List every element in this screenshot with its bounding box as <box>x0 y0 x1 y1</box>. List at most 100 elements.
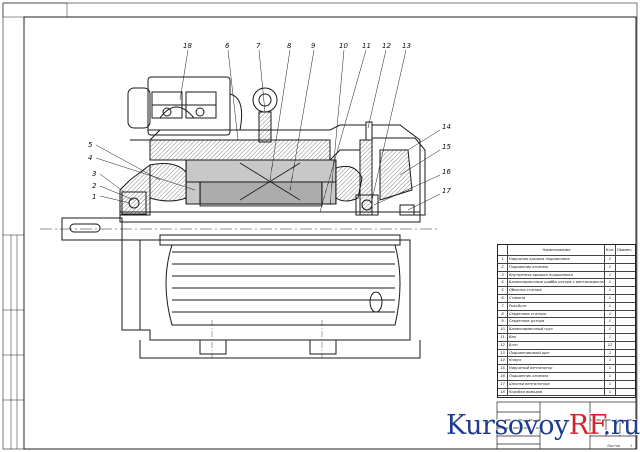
row-qty: 1 <box>605 256 616 263</box>
row-note <box>616 342 635 349</box>
row-num: 11 <box>498 333 508 341</box>
row-name: Наружная крышка подшипника <box>508 256 605 263</box>
row-num: 9 <box>498 318 508 326</box>
row-qty: 1 <box>605 372 616 380</box>
site-watermark: KursovoyRF.ru <box>446 410 640 441</box>
row-num: 3 <box>498 271 508 279</box>
callout-10: 10 <box>339 42 348 50</box>
row-qty: 1 <box>605 380 616 388</box>
row-note <box>616 365 635 372</box>
callout-18: 18 <box>183 42 192 50</box>
row-num: 1 <box>498 256 508 263</box>
row-note <box>616 311 635 318</box>
row-num: 7 <box>498 302 508 310</box>
row-name: Станина <box>508 294 605 302</box>
row-name: Шпонка вентилятора <box>508 380 605 388</box>
row-qty: 1 <box>605 271 616 279</box>
row-name: Внутренняя крышка подшипника <box>508 271 605 279</box>
row-num: 12 <box>498 341 508 349</box>
row-qty: 1 <box>605 349 616 357</box>
row-num: 15 <box>498 365 508 372</box>
row-qty: 1 <box>605 302 616 310</box>
watermark-accent: RF <box>568 410 603 441</box>
row-num: 6 <box>498 294 508 302</box>
row-num: 4 <box>498 279 508 287</box>
callout-9: 9 <box>311 42 316 50</box>
watermark-suffix: .ru <box>602 410 640 441</box>
leader-lines <box>95 49 441 213</box>
callout-8: 8 <box>287 42 292 50</box>
row-name: Вал <box>508 333 605 341</box>
row-note <box>616 373 635 380</box>
row-note <box>616 357 635 364</box>
row-note <box>616 381 635 388</box>
row-qty: 1 <box>605 388 616 396</box>
watermark-brand: Kursovoy <box>446 410 569 441</box>
row-num: 5 <box>498 287 508 294</box>
header-qty: Кол. <box>605 245 616 255</box>
row-num: 14 <box>498 357 508 365</box>
row-name: Кожух <box>508 357 605 365</box>
row-name: Рым-болт <box>508 302 605 310</box>
callout-16: 16 <box>442 168 451 176</box>
row-note <box>616 295 635 302</box>
row-name: Подшипник качения <box>508 263 605 271</box>
callout-5: 5 <box>88 141 93 149</box>
row-num: 16 <box>498 372 508 380</box>
sheet-label: Листов <box>607 444 621 448</box>
header-name: Наименование <box>508 245 605 255</box>
callout-2: 2 <box>92 182 97 190</box>
row-note <box>616 350 635 357</box>
row-num: 13 <box>498 349 508 357</box>
callout-11: 11 <box>362 42 371 50</box>
row-name: Сердечник статора <box>508 310 605 318</box>
callout-15: 15 <box>442 143 451 151</box>
row-note <box>616 264 635 271</box>
callout-7: 7 <box>256 42 261 50</box>
row-note <box>616 318 635 325</box>
row-note <box>616 272 635 279</box>
header-num <box>498 245 508 255</box>
callout-12: 12 <box>382 42 391 50</box>
row-qty: 1 <box>605 357 616 365</box>
callout-13: 13 <box>402 42 411 50</box>
sheet-count: 1 <box>630 444 633 448</box>
row-name: Балансировочный груз <box>508 326 605 333</box>
row-note <box>616 303 635 310</box>
row-num: 17 <box>498 380 508 388</box>
row-name: Наружный вентилятор <box>508 365 605 372</box>
row-note <box>616 256 635 263</box>
row-qty: 1 <box>605 263 616 271</box>
row-num: 18 <box>498 388 508 396</box>
row-num: 10 <box>498 326 508 333</box>
row-name: Сердечник ротора <box>508 318 605 326</box>
row-qty: 1 <box>605 318 616 326</box>
header-note: Примеч. <box>617 248 633 252</box>
row-qty: 1 <box>605 310 616 318</box>
motor-housing-exterior <box>121 234 421 359</box>
row-qty: 1 <box>605 365 616 372</box>
title-block <box>496 401 637 450</box>
row-note <box>616 334 635 341</box>
callout-labels: 1 2 3 4 5 6 7 8 9 10 11 12 13 14 15 16 1… <box>88 42 451 201</box>
row-qty: 1 <box>605 287 616 294</box>
callout-6: 6 <box>225 42 230 50</box>
row-qty: 1 <box>605 294 616 302</box>
row-num: 8 <box>498 310 508 318</box>
shaft <box>40 211 440 241</box>
row-qty: 1 <box>605 279 616 287</box>
